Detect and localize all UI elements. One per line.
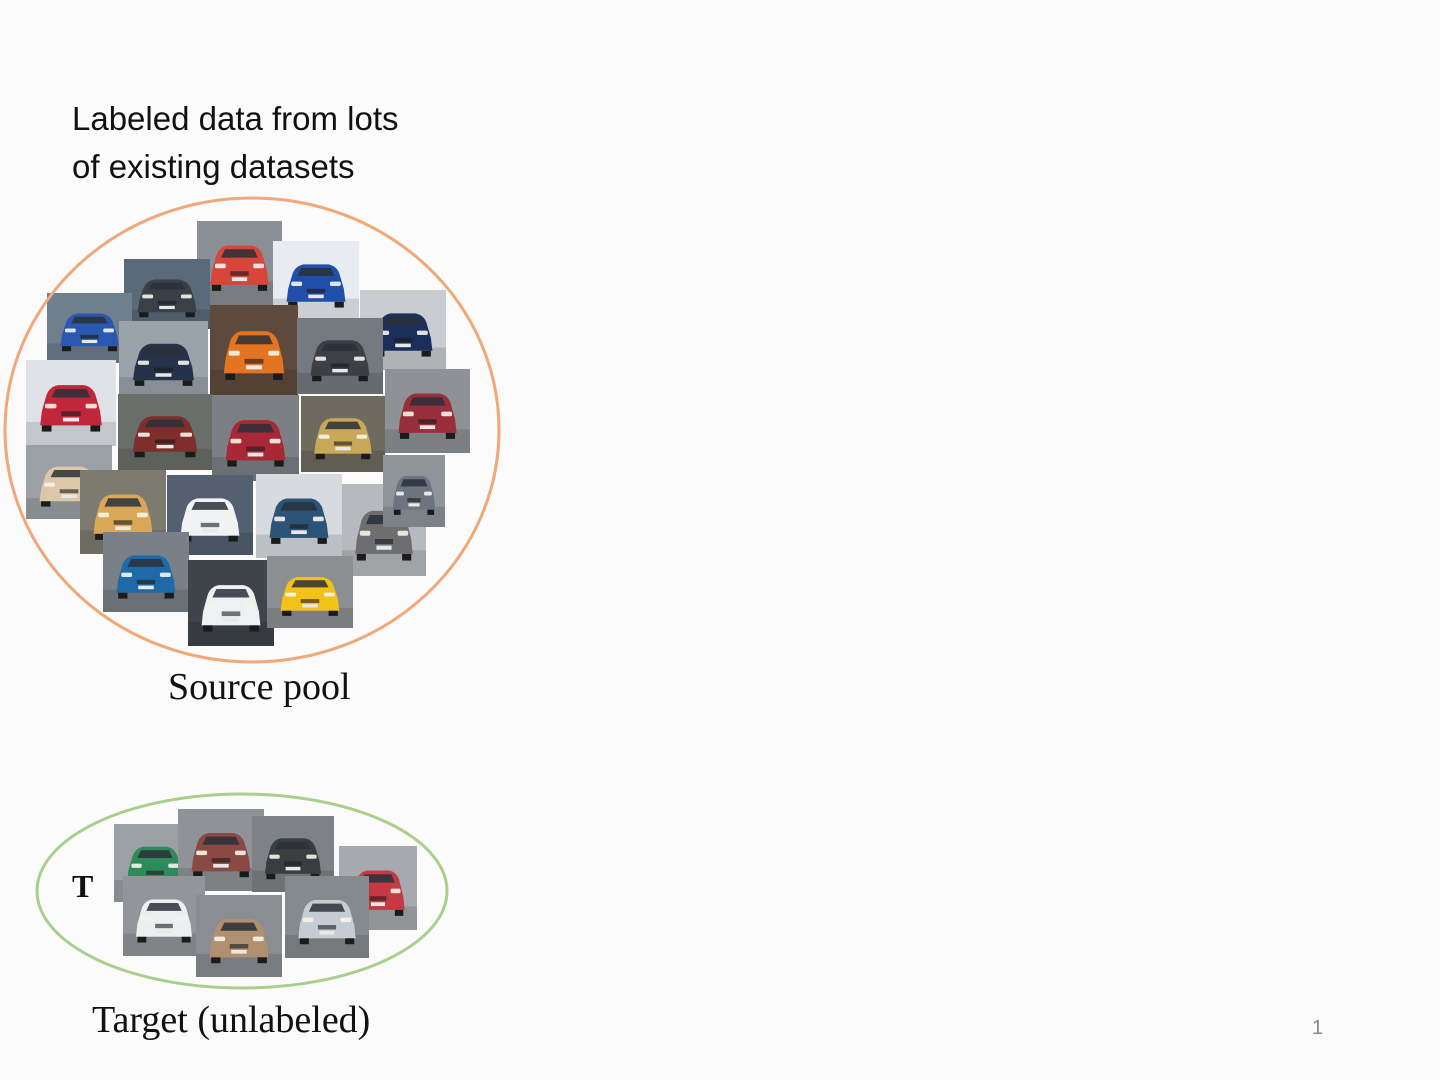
heading-line-2: of existing datasets <box>72 148 355 185</box>
target-photos <box>114 809 417 977</box>
source-car-photo <box>383 455 445 527</box>
target-car-photo <box>123 876 205 956</box>
car-icon <box>209 918 269 964</box>
source-car-photo <box>119 321 208 399</box>
source-car-photo <box>124 259 210 329</box>
car-icon <box>137 279 197 318</box>
car-icon <box>60 313 119 352</box>
source-car-photo <box>118 394 212 470</box>
car-icon <box>210 245 269 291</box>
source-car-photo <box>256 474 342 558</box>
car-icon <box>132 416 198 458</box>
car-icon <box>225 420 286 467</box>
source-pool-ellipse <box>3 196 501 664</box>
car-icon <box>180 498 240 542</box>
slide-heading: Labeled data from lots of existing datas… <box>72 95 492 191</box>
car-icon <box>264 838 322 880</box>
car-icon <box>280 577 340 616</box>
car-icon <box>191 832 251 878</box>
car-icon <box>310 340 370 382</box>
car-icon <box>269 498 329 544</box>
car-icon <box>398 393 457 439</box>
source-car-photo <box>210 305 298 395</box>
car-icon <box>223 331 285 380</box>
source-car-photo <box>297 318 383 394</box>
target-caption: Target (unlabeled) <box>92 999 371 1041</box>
car-icon <box>286 264 346 308</box>
car-icon <box>40 385 102 432</box>
target-label: T <box>72 868 94 904</box>
car-icon <box>133 343 194 386</box>
source-car-photo <box>47 293 132 363</box>
car-icon <box>314 418 372 460</box>
source-car-photo <box>197 221 282 305</box>
car-icon <box>116 555 176 599</box>
source-car-photo <box>385 369 470 453</box>
source-car-photo <box>188 560 274 646</box>
source-pool-caption: Source pool <box>168 666 351 708</box>
heading-line-1: Labeled data from lots <box>72 100 399 137</box>
source-car-photo <box>212 395 299 481</box>
car-icon <box>135 899 193 943</box>
source-car-photo <box>301 396 385 472</box>
target-ellipse <box>35 792 449 990</box>
source-pool-photos <box>26 221 470 646</box>
target-car-photo <box>196 895 282 977</box>
target-car-photo <box>285 876 369 958</box>
car-icon <box>201 585 261 632</box>
car-icon <box>392 476 436 515</box>
source-car-photo <box>103 532 189 612</box>
page-number: 1 <box>1312 1017 1324 1039</box>
car-icon <box>298 899 356 945</box>
source-car-photo <box>267 556 353 628</box>
source-car-photo <box>26 360 116 446</box>
